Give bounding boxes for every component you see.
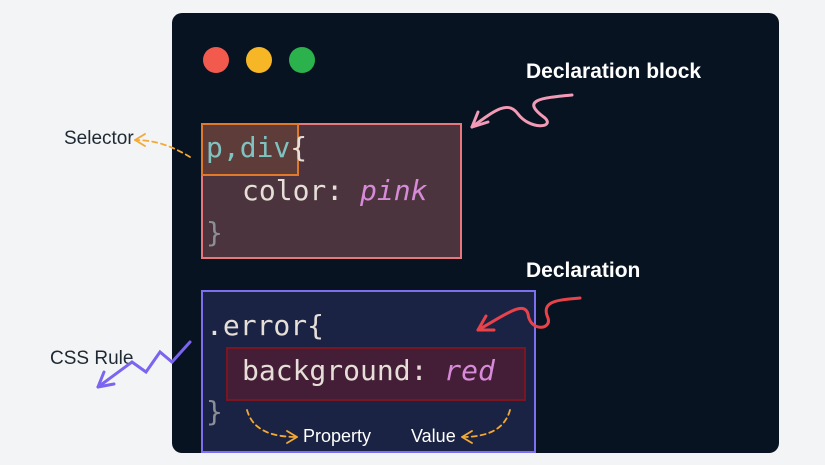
colon-1: : [326, 174, 344, 207]
close-brace-1: } [206, 216, 223, 249]
property-label: Property [303, 426, 372, 446]
code-window [172, 13, 779, 453]
colon-2: : [410, 354, 428, 387]
declaration-highlight [226, 347, 526, 401]
window-minimize-dot [246, 47, 272, 73]
value-2: red [444, 354, 495, 387]
declaration-block-highlight [201, 123, 462, 259]
css-rule-label: CSS Rule [50, 348, 134, 369]
class-selector-text: .error [206, 309, 308, 342]
open-brace-1: { [290, 131, 308, 164]
selector-text: p,div [206, 131, 291, 164]
property-arrow [246, 409, 298, 444]
code-line-class-selector: .error{ [206, 312, 324, 340]
selector-label: Selector [64, 128, 134, 149]
declaration-block-label: Declaration block [526, 60, 702, 83]
open-brace-2: { [307, 309, 325, 342]
selector-highlight [201, 123, 299, 176]
value-arrow [461, 409, 511, 444]
close-brace-2: } [206, 395, 223, 428]
code-line-selector: p,div{ [206, 134, 307, 162]
property-1: color [242, 174, 327, 207]
window-maximize-dot [289, 47, 315, 73]
property-2: background [242, 354, 411, 387]
declaration-arrow [476, 296, 582, 332]
value-1: pink [360, 174, 428, 207]
code-line-declaration-1: color: pink [242, 177, 427, 205]
value-label: Value [411, 426, 456, 446]
selector-arrow [134, 133, 191, 158]
declaration-label: Declaration [526, 259, 641, 282]
declaration-block-arrow [470, 93, 574, 129]
window-close-dot [203, 47, 229, 73]
css-rule-arrow [96, 340, 192, 389]
code-line-declaration-2: background: red [242, 357, 495, 385]
